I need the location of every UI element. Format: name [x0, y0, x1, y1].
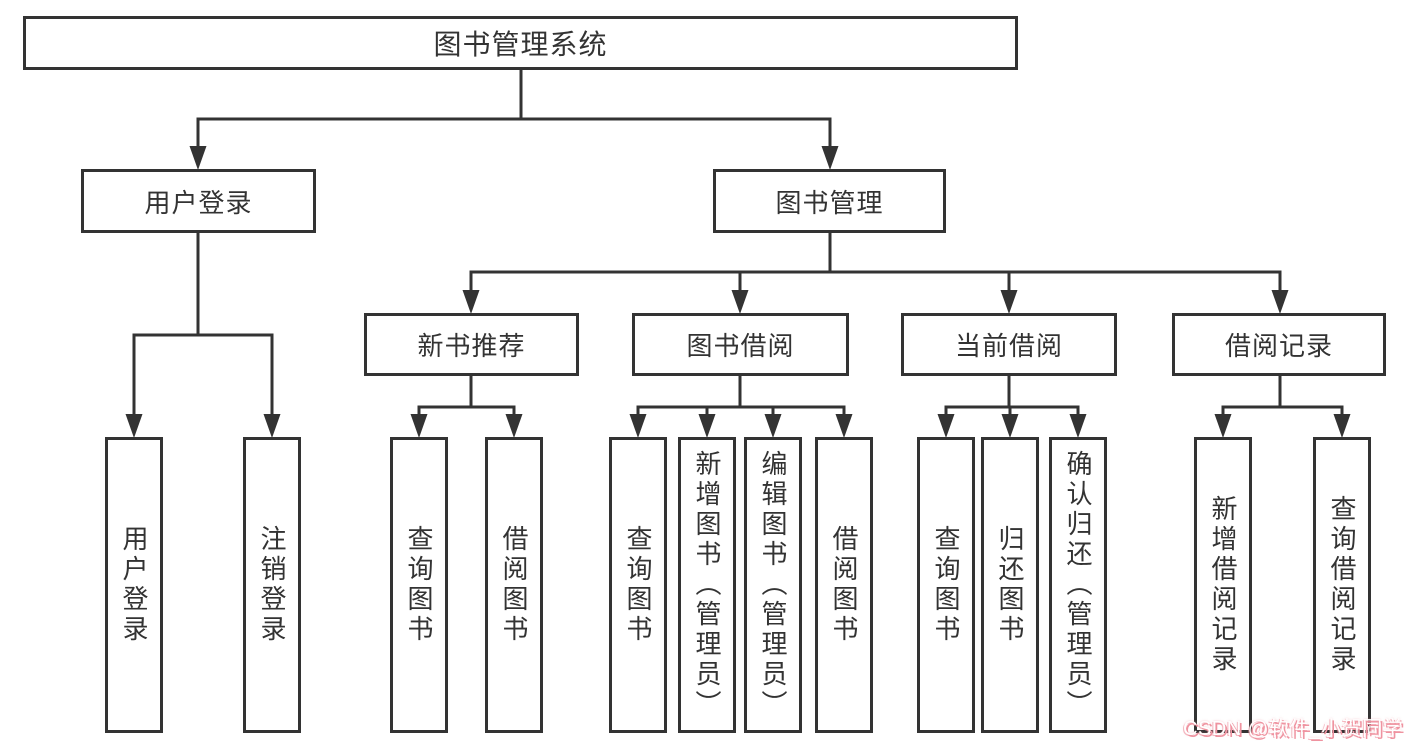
node-label: 借阅图书 [499, 525, 529, 645]
node-add-books-admin: 新增图书（管理员） [678, 437, 736, 733]
node-borrow-books-recommend: 借阅图书 [485, 437, 543, 733]
node-label: 新增图书（管理员） [692, 450, 722, 720]
node-logout: 注销登录 [243, 437, 301, 733]
arrowhead-icons [125, 146, 1351, 438]
node-label: 查询图书 [931, 525, 961, 645]
csdn-watermark: CSDN @软件_小贺同学 [1183, 718, 1404, 740]
node-label: 用户登录 [144, 187, 253, 218]
node-label: 借阅记录 [1224, 331, 1333, 361]
connector-root-to-level1 [196, 68, 832, 150]
node-new-book-recommend: 新书推荐 [364, 313, 579, 376]
node-user-login-action: 用户登录 [105, 437, 163, 733]
connector-newbook-to-children [417, 374, 516, 418]
node-user-login: 用户登录 [81, 169, 316, 233]
node-label: 图书管理 [775, 187, 884, 218]
node-label: 注销登录 [257, 525, 287, 645]
node-root: 图书管理系统 [23, 16, 1018, 70]
connector-bookborrow-to-children [636, 374, 846, 418]
node-query-borrow-record: 查询借阅记录 [1313, 437, 1371, 733]
connector-records-to-children [1221, 374, 1344, 418]
node-confirm-return-admin: 确认归还（管理员） [1049, 437, 1107, 733]
node-label: 编辑图书（管理员） [758, 450, 788, 720]
node-label: 新书推荐 [417, 331, 526, 361]
node-label: 查询图书 [404, 525, 434, 645]
connector-userlogin-to-children [132, 231, 274, 418]
node-borrow-books: 借阅图书 [815, 437, 873, 733]
node-query-books-current: 查询图书 [917, 437, 975, 733]
connector-line-group [132, 68, 1344, 418]
node-borrow-records: 借阅记录 [1172, 313, 1386, 376]
connector-bookmgmt-to-level2 [469, 231, 1282, 294]
node-label: 借阅图书 [829, 525, 859, 645]
node-label: 图书管理系统 [433, 29, 608, 60]
node-label: 当前借阅 [954, 331, 1063, 361]
node-current-borrow: 当前借阅 [901, 313, 1117, 376]
node-label: 查询图书 [623, 525, 653, 645]
node-label: 用户登录 [119, 525, 149, 645]
node-label: 归还图书 [995, 525, 1025, 645]
node-add-borrow-record: 新增借阅记录 [1194, 437, 1252, 733]
node-query-books-recommend: 查询图书 [390, 437, 448, 733]
node-label: 确认归还（管理员） [1063, 450, 1093, 720]
node-label: 新增借阅记录 [1208, 495, 1238, 675]
node-book-management: 图书管理 [713, 169, 946, 233]
node-edit-books-admin: 编辑图书（管理员） [744, 437, 802, 733]
arrowhead-group [125, 146, 1351, 438]
connector-currentborrow-to-children [944, 374, 1080, 418]
node-query-books-borrow: 查询图书 [609, 437, 667, 733]
node-return-books: 归还图书 [981, 437, 1039, 733]
node-label: 图书借阅 [686, 331, 795, 361]
node-label: 查询借阅记录 [1327, 495, 1357, 675]
node-book-borrow: 图书借阅 [632, 313, 849, 376]
